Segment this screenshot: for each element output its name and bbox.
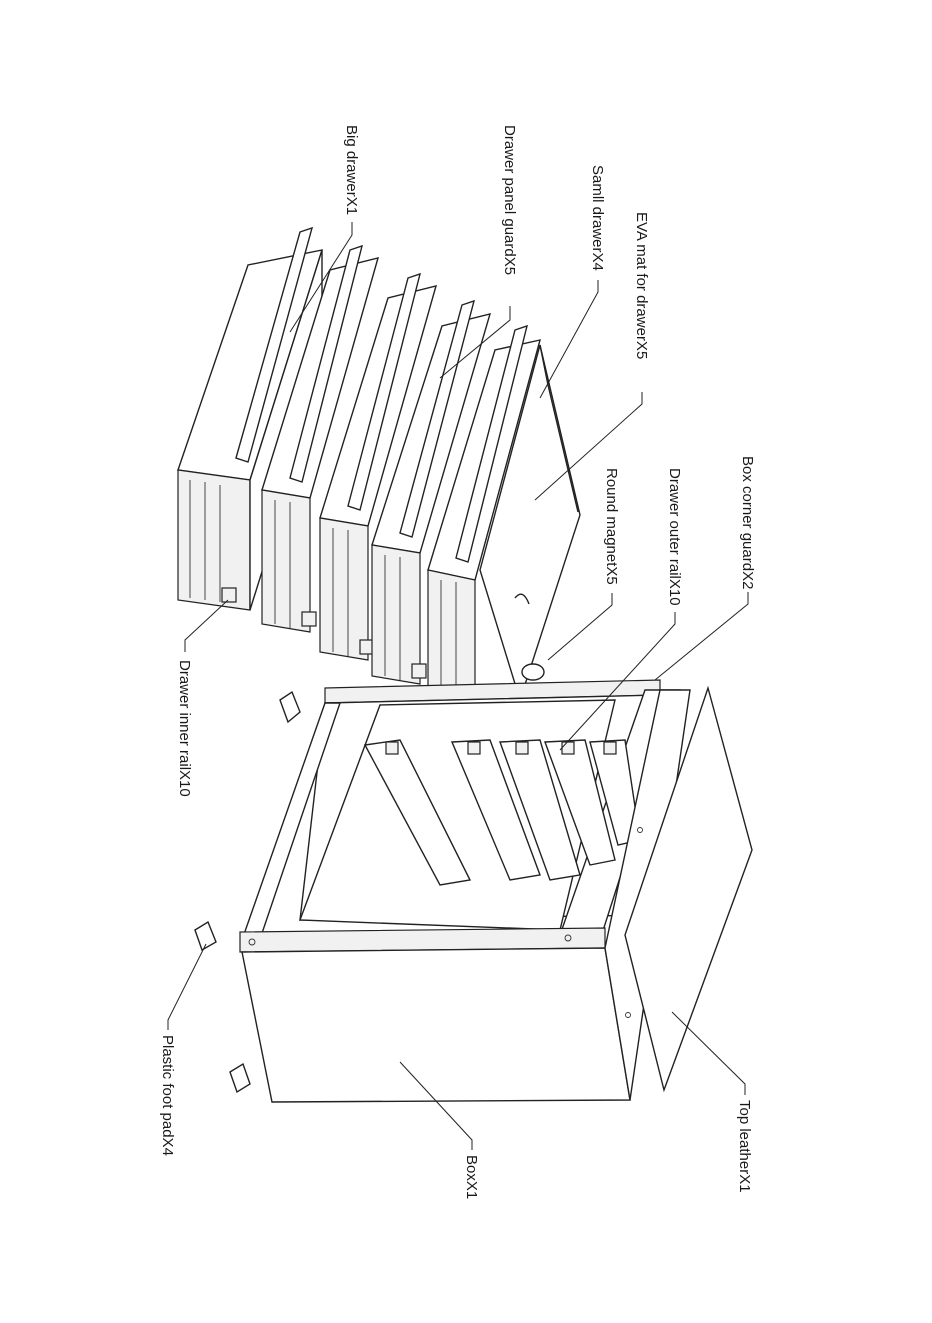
label-box: BoxX1 bbox=[463, 1155, 480, 1199]
label-drawer-outer-rail: Drawer outer railX10 bbox=[666, 468, 683, 606]
label-drawer-inner-rail: Drawer inner railX10 bbox=[176, 660, 193, 797]
label-plastic-foot-pad: Plastic foot padX4 bbox=[159, 1035, 176, 1156]
label-small-drawer: Samll drawerX4 bbox=[589, 165, 606, 271]
label-eva-mat: EVA mat for drawerX5 bbox=[633, 212, 650, 359]
box-body bbox=[240, 680, 690, 1102]
label-box-corner-guard: Box corner guardX2 bbox=[739, 456, 756, 589]
label-round-magnet: Round magnetX5 bbox=[603, 468, 620, 585]
round-magnet-part bbox=[522, 664, 544, 680]
label-drawer-panel-guard: Drawer panel guardX5 bbox=[501, 125, 518, 275]
drawer-stack bbox=[178, 228, 580, 706]
label-big-drawer: Big drawerX1 bbox=[343, 125, 360, 215]
label-top-leather: Top leatherX1 bbox=[736, 1100, 753, 1193]
